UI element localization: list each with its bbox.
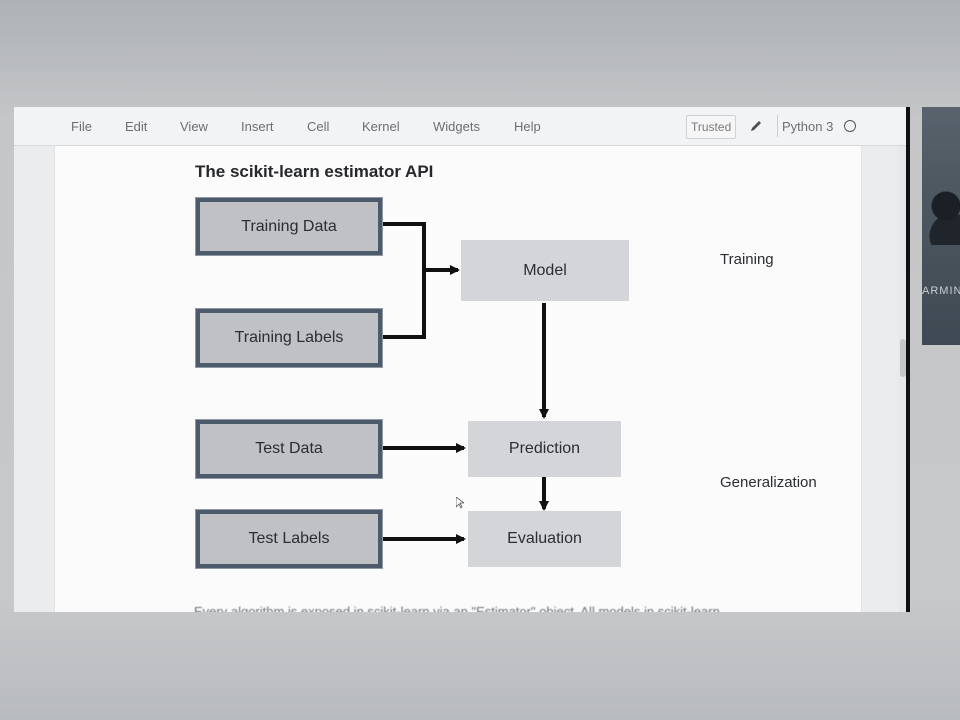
test-data-label: Test Data bbox=[255, 440, 323, 457]
arrow-training-data-path bbox=[381, 222, 426, 339]
trusted-indicator[interactable]: Trusted bbox=[686, 115, 737, 139]
webcam-overlay-text: ARMIN bbox=[922, 285, 960, 297]
notebook-heading: The scikit-learn estimator API bbox=[195, 162, 434, 181]
test-labels-label: Test Labels bbox=[248, 530, 330, 547]
kernel-name[interactable]: Python 3 bbox=[782, 119, 834, 134]
menu-view[interactable]: View bbox=[180, 119, 208, 134]
generalization-phase-label: Generalization bbox=[720, 474, 817, 491]
menu-help[interactable]: Help bbox=[514, 119, 541, 134]
kernel-divider bbox=[777, 115, 778, 137]
menu-file[interactable]: File bbox=[71, 119, 92, 134]
menu-kernel[interactable]: Kernel bbox=[362, 119, 400, 134]
training-data-label: Training Data bbox=[241, 217, 337, 235]
diagram-arrows bbox=[381, 222, 549, 544]
training-labels-label: Training Labels bbox=[234, 329, 344, 346]
evaluation-label: Evaluation bbox=[507, 530, 582, 547]
mouse-cursor-icon bbox=[456, 497, 464, 509]
pencil-icon[interactable] bbox=[748, 118, 764, 134]
notebook-window: File Edit View Insert Cell Kernel Widget… bbox=[14, 107, 910, 612]
monitor-bezel bbox=[906, 107, 910, 612]
webcam-overlay: ARMIN bbox=[922, 107, 960, 345]
model-label: Model bbox=[523, 261, 567, 279]
model-box: Model bbox=[461, 240, 629, 301]
menubar: File Edit View Insert Cell Kernel Widget… bbox=[14, 107, 910, 146]
test-labels-box: Test Labels bbox=[196, 510, 382, 568]
training-phase-label: Training bbox=[720, 251, 774, 268]
kernel-status-icon bbox=[844, 120, 856, 132]
menu-edit[interactable]: Edit bbox=[125, 119, 148, 134]
training-data-box: Training Data bbox=[196, 198, 382, 255]
menu-insert[interactable]: Insert bbox=[241, 119, 274, 134]
training-labels-box: Training Labels bbox=[196, 309, 382, 367]
evaluation-box: Evaluation bbox=[468, 511, 621, 567]
test-data-box: Test Data bbox=[196, 420, 382, 478]
partial-paragraph: Every algorithm is exposed in scikit-lea… bbox=[194, 604, 720, 612]
prediction-box: Prediction bbox=[468, 421, 621, 477]
scrollbar-thumb[interactable] bbox=[900, 339, 906, 377]
prediction-label: Prediction bbox=[508, 440, 581, 457]
menu-cell[interactable]: Cell bbox=[307, 119, 330, 134]
menu-widgets[interactable]: Widgets bbox=[433, 119, 480, 134]
presenter-silhouette bbox=[928, 185, 960, 245]
